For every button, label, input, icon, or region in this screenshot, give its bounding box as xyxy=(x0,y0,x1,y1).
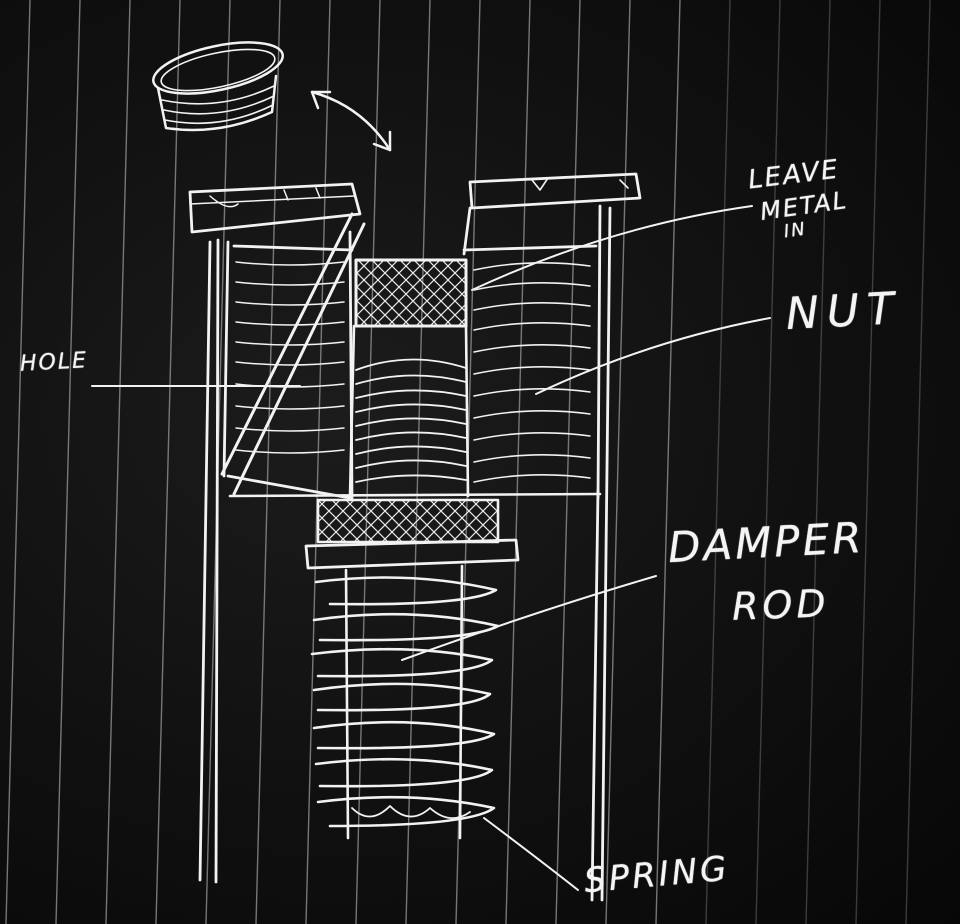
removable-cap xyxy=(152,41,284,132)
ruled-line xyxy=(605,0,631,924)
ruled-line xyxy=(505,0,531,924)
leader-lines xyxy=(91,205,771,891)
ruled-line xyxy=(255,0,281,924)
ruled-line xyxy=(705,0,731,924)
leader-damper-rod xyxy=(401,575,657,661)
double-arrow xyxy=(310,90,392,152)
leader-nut xyxy=(535,317,771,395)
label-rod: ROD xyxy=(731,581,831,629)
ruled-line xyxy=(855,0,881,924)
central-bore xyxy=(228,324,602,498)
label-damper: DAMPER xyxy=(666,512,866,573)
ruled-line xyxy=(555,0,581,924)
ruled-paper-lines xyxy=(5,0,931,924)
metal-block-hatched xyxy=(354,258,468,328)
ruled-line xyxy=(105,0,131,924)
washer-plate xyxy=(304,538,520,570)
ruled-line xyxy=(5,0,31,924)
ruled-line xyxy=(55,0,81,924)
central-bore-threads xyxy=(355,358,467,483)
lower-collar-hatched xyxy=(316,498,500,544)
ruled-line xyxy=(755,0,781,924)
label-nut: NUT xyxy=(784,283,904,341)
ruled-line xyxy=(305,0,331,924)
leader-spring xyxy=(483,817,579,891)
nut-housing xyxy=(462,172,642,902)
nut-threads xyxy=(473,262,591,483)
ruled-line xyxy=(355,0,381,924)
label-in: IN xyxy=(782,218,809,243)
ruled-line xyxy=(805,0,831,924)
leader-leave-metal-in xyxy=(471,205,753,291)
damper-rod xyxy=(344,564,464,840)
ruled-line xyxy=(655,0,681,924)
ruled-line xyxy=(155,0,181,924)
label-hole: HOLE xyxy=(19,348,89,377)
ruled-line xyxy=(905,0,931,924)
left-housing-threads xyxy=(235,261,345,454)
spring-coils xyxy=(310,576,500,828)
ruled-line xyxy=(405,0,431,924)
hole-slot xyxy=(220,212,366,496)
